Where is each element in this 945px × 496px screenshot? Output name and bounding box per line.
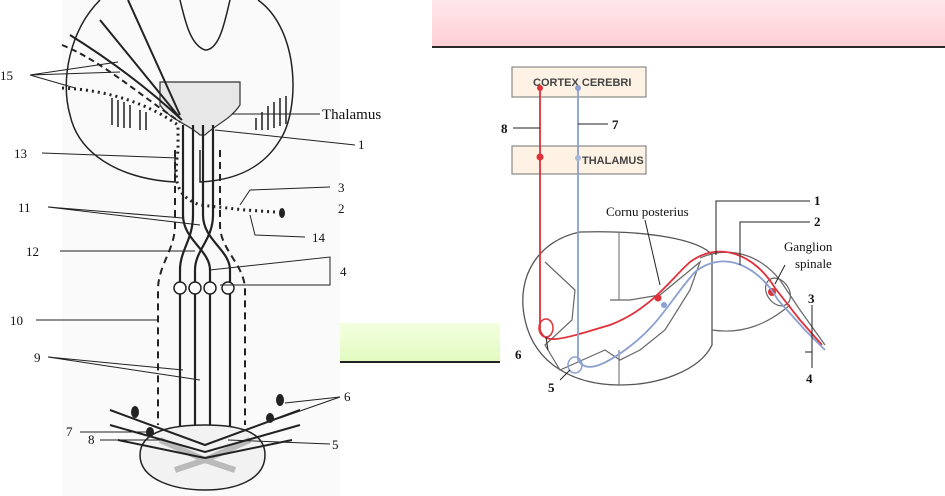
label-13: 13 bbox=[14, 146, 27, 161]
blue-sensory-tract bbox=[577, 88, 826, 368]
cortical-fibers bbox=[69, 0, 183, 121]
thalamus-box-label: THALAMUS bbox=[582, 155, 644, 167]
label-thalamus: Thalamus bbox=[322, 107, 381, 123]
spinal-roots bbox=[109, 409, 301, 459]
title-banner bbox=[432, 0, 945, 48]
basal-ganglia-left bbox=[111, 98, 147, 130]
label-4: 4 bbox=[340, 264, 347, 279]
neuron-6 bbox=[538, 318, 554, 338]
dashed-outline-tract-10 bbox=[157, 150, 246, 425]
neuron-5 bbox=[567, 356, 583, 374]
label-r1: 1 bbox=[814, 193, 821, 208]
cortex-cerebri-box bbox=[511, 66, 647, 98]
label-14: 14 bbox=[312, 230, 326, 245]
red-sensory-tract bbox=[539, 88, 823, 346]
label-5: 5 bbox=[332, 437, 339, 452]
label-r3: 3 bbox=[808, 291, 815, 306]
red-neuron-cortex bbox=[537, 85, 543, 91]
label-6: 6 bbox=[344, 389, 351, 404]
label-11: 11 bbox=[18, 200, 31, 215]
label-r4: 4 bbox=[806, 371, 813, 386]
label-8: 8 bbox=[88, 432, 95, 447]
root-ganglia bbox=[131, 208, 285, 437]
label-7: 7 bbox=[66, 424, 73, 439]
gray-matter-outline bbox=[544, 260, 702, 371]
cortex-cerebri-label: CORTEX CEREBRI bbox=[533, 77, 631, 89]
dashed-cortical-fiber bbox=[61, 44, 181, 123]
label-2: 2 bbox=[338, 201, 345, 216]
label-15: 15 bbox=[0, 68, 13, 83]
label-12: 12 bbox=[26, 244, 39, 259]
right-leader-lines bbox=[513, 123, 813, 381]
label-spinale: spinale bbox=[795, 256, 832, 271]
label-r2: 2 bbox=[814, 214, 821, 229]
label-r5: 5 bbox=[548, 380, 555, 395]
blue-neuron-horn bbox=[661, 302, 667, 308]
gray-matter bbox=[158, 437, 252, 473]
blue-neuron-cortex bbox=[575, 85, 581, 91]
label-r6: 6 bbox=[515, 347, 522, 362]
brain-outline bbox=[65, 0, 294, 183]
label-ganglion: Ganglion bbox=[784, 239, 833, 254]
basal-ganglia-right bbox=[255, 96, 287, 130]
red-neuron-horn bbox=[654, 294, 662, 302]
label-3: 3 bbox=[338, 180, 345, 195]
spinal-tract-fibers bbox=[178, 125, 232, 440]
blue-neuron-thalamus bbox=[575, 155, 581, 161]
label-cornu-posterius: Cornu posterius bbox=[606, 204, 689, 219]
left-leader-lines bbox=[29, 61, 356, 445]
label-r8: 8 bbox=[501, 121, 508, 136]
right-spinal-cord-outline bbox=[522, 231, 713, 386]
label-r7: 7 bbox=[612, 117, 619, 132]
label-1: 1 bbox=[358, 137, 365, 152]
label-10: 10 bbox=[10, 313, 23, 328]
label-9: 9 bbox=[34, 350, 41, 365]
red-neuron-thalamus bbox=[536, 153, 544, 161]
